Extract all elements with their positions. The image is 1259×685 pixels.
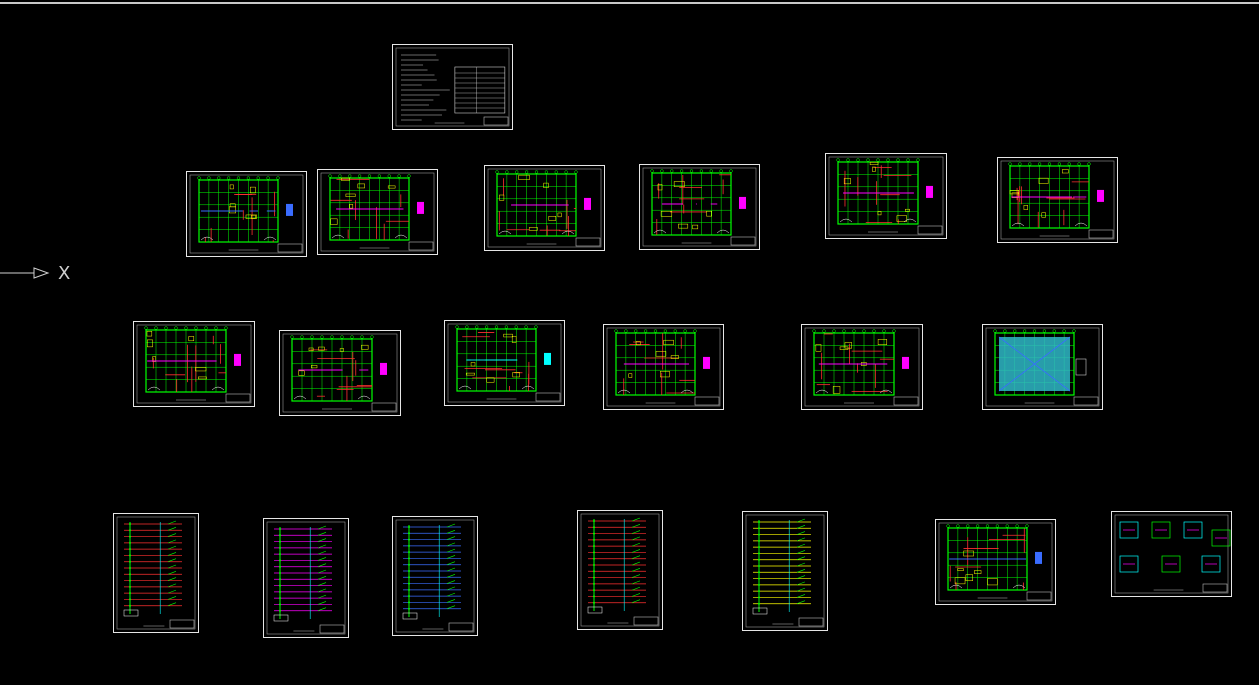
sheet-floor-plan[interactable] <box>186 171 307 257</box>
sheet-floor-plan[interactable] <box>279 330 401 416</box>
sheet-riser-diagram[interactable] <box>392 516 478 636</box>
sheet-floor-plan[interactable] <box>997 157 1118 243</box>
sheet-riser-diagram[interactable] <box>742 511 828 631</box>
sheet-riser-diagram[interactable] <box>263 518 349 638</box>
sheet-riser-diagram[interactable] <box>577 510 663 630</box>
sheet-floor-plan[interactable] <box>603 324 724 410</box>
sheet-design-notes[interactable] <box>392 44 513 130</box>
sheet-riser-diagram[interactable] <box>113 513 199 633</box>
sheet-floor-plan[interactable] <box>639 164 760 250</box>
axis-x-label: X <box>58 263 71 284</box>
sheet-detail-drawings[interactable] <box>1111 511 1232 597</box>
sheet-floor-plan[interactable] <box>801 324 923 410</box>
ucs-icon: X <box>0 260 80 286</box>
top-border-line <box>0 2 1259 4</box>
sheet-roof-plan[interactable] <box>982 324 1103 410</box>
sheet-floor-plan[interactable] <box>484 165 605 251</box>
sheet-basement-plan[interactable] <box>935 519 1056 605</box>
sheet-floor-plan[interactable] <box>133 321 255 407</box>
sheet-floor-plan[interactable] <box>444 320 565 406</box>
sheet-floor-plan[interactable] <box>317 169 438 255</box>
sheet-floor-plan[interactable] <box>825 153 947 239</box>
